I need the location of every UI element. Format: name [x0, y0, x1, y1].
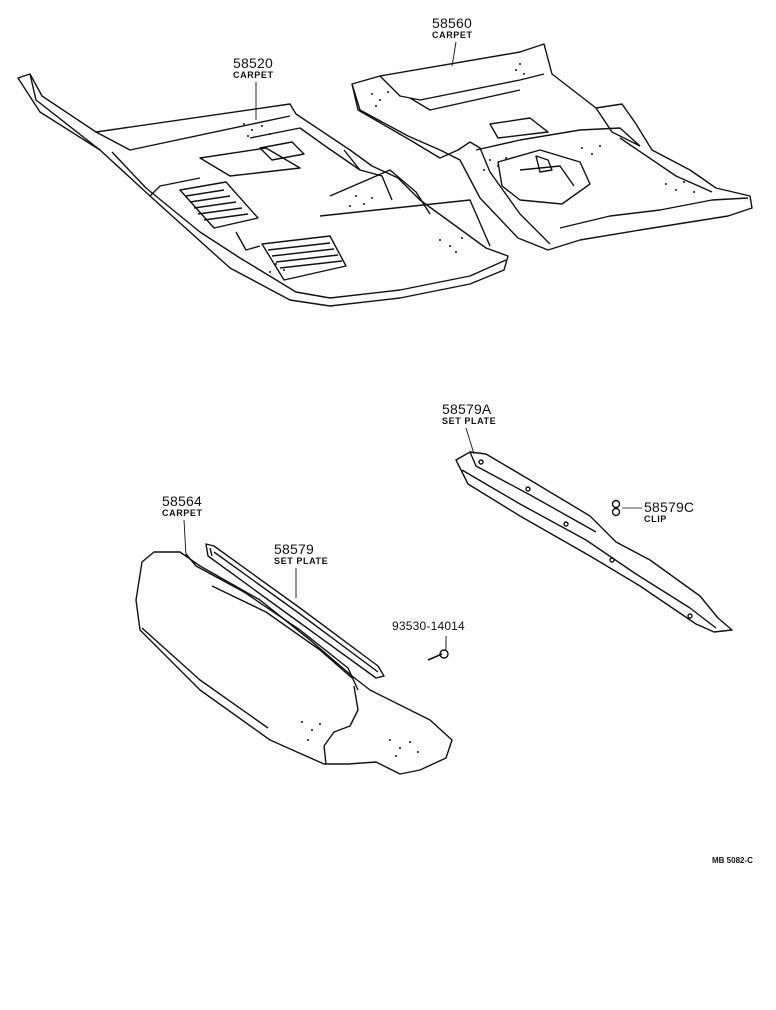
- part-number: 93530-14014: [392, 619, 465, 633]
- diagram-code: MB 5082-C: [712, 856, 753, 865]
- side-carpet-58564-drawing: [135, 551, 453, 775]
- part-number: 58579C: [644, 499, 695, 515]
- callout-58579A: 58579A SET PLATE: [442, 402, 496, 426]
- leader-lines: [183, 41, 475, 650]
- part-number: 58564: [162, 493, 202, 509]
- set-plate-58579-drawing: [205, 543, 385, 679]
- callout-58579C: 58579C CLIP: [644, 500, 694, 524]
- callout-58564: 58564 CARPET: [162, 494, 203, 518]
- callout-93530-14014: 93530-14014: [392, 620, 465, 632]
- front-carpet-58520-drawing: [17, 73, 509, 307]
- carpet-texture: [243, 63, 695, 757]
- part-number: 58579: [274, 541, 314, 557]
- clip-58579C-drawing: [611, 499, 642, 517]
- part-name: CARPET: [162, 508, 203, 518]
- part-name: SET PLATE: [442, 416, 497, 426]
- set-plate-58579A-drawing: [455, 451, 733, 633]
- part-name: SET PLATE: [274, 556, 329, 566]
- callout-58520: 58520 CARPET: [233, 56, 274, 80]
- part-name: CARPET: [233, 70, 274, 80]
- part-number: 58560: [432, 15, 472, 31]
- rear-carpet-58560-drawing: [351, 43, 753, 251]
- part-name: CARPET: [432, 30, 473, 40]
- part-number: 58520: [233, 55, 273, 71]
- part-number: 58579A: [442, 401, 492, 417]
- part-name: CLIP: [644, 514, 667, 524]
- callout-58579: 58579 SET PLATE: [274, 542, 328, 566]
- screw-93530-14014-drawing: [427, 640, 449, 661]
- callout-58560: 58560 CARPET: [432, 16, 473, 40]
